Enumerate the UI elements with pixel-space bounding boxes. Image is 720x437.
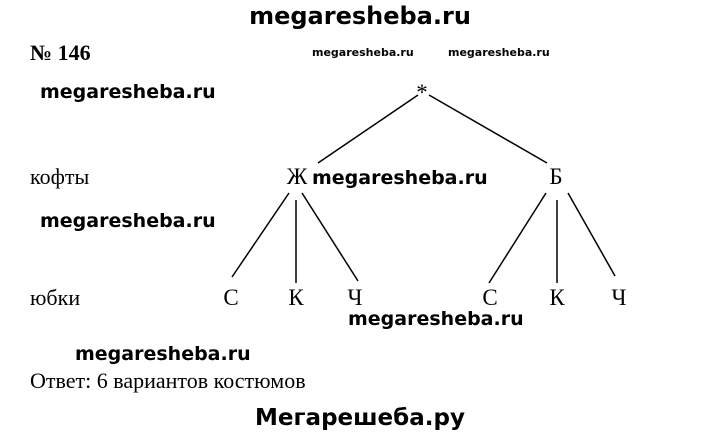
edge-b-s (488, 192, 547, 284)
edge-root-b (428, 94, 548, 164)
watermark: megaresheba.ru (348, 308, 524, 330)
problem-number: № 146 (30, 40, 91, 65)
watermark: megaresheba.ru (448, 46, 550, 59)
watermark: megaresheba.ru (312, 167, 488, 189)
edge-zh-s (231, 192, 290, 278)
watermark: megaresheba.ru (40, 210, 216, 232)
level-label-sweaters: кофты (30, 164, 90, 189)
node-s: С (223, 285, 239, 310)
level-label-skirts: юбки (30, 285, 81, 310)
edge-b-ch (567, 192, 616, 277)
node-s: С (482, 285, 498, 310)
answer-text: Ответ: 6 вариантов костюмов (30, 368, 306, 393)
node-b: Б (549, 164, 563, 189)
node-ch: Ч (611, 285, 627, 310)
edge-zh-ch (301, 192, 359, 282)
node-k: К (288, 285, 304, 310)
site-title: megaresheba.ru (249, 2, 471, 30)
watermark: megaresheba.ru (312, 46, 414, 59)
node-ch: Ч (347, 285, 363, 310)
node-k: К (549, 285, 565, 310)
edge-root-zh (317, 94, 419, 164)
watermark: megaresheba.ru (75, 343, 251, 365)
node-zh: Ж (286, 164, 308, 189)
footer-title: Мегарешеба.ру (255, 405, 465, 431)
watermark: megaresheba.ru (40, 81, 216, 103)
tree-root: * (416, 80, 428, 105)
